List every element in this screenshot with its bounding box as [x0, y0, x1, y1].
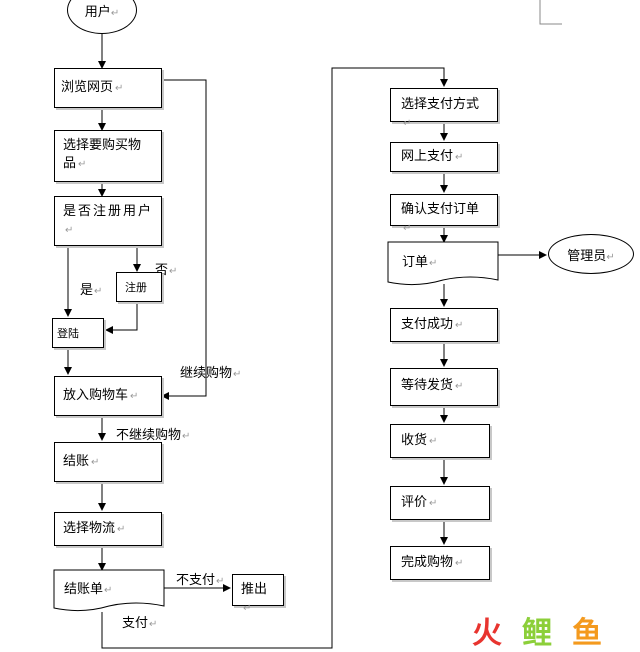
watermark-logo: 火 鲤 鱼 — [472, 606, 636, 651]
node-online-pay: 网上支付↵ — [390, 142, 498, 172]
paragraph-mark: ↵ — [182, 431, 191, 442]
edge-continue-loop — [161, 79, 207, 400]
paragraph-mark: ↵ — [455, 381, 464, 392]
node-register-label: 注册 — [125, 281, 147, 294]
node-review-label: 评价 — [401, 495, 428, 510]
edge-register-login — [105, 302, 138, 334]
node-user-label: 用户 — [84, 5, 111, 20]
paragraph-mark: ↵ — [216, 576, 225, 587]
node-register: 注册 — [116, 272, 162, 302]
label-not-continue: 不继续购物↵ — [116, 424, 190, 443]
node-checkout-doc-label-wrap: 结账单↵ — [64, 578, 112, 597]
node-checkout-doc-label: 结账单 — [64, 582, 104, 597]
paragraph-mark: ↵ — [78, 159, 87, 170]
label-not-pay: 不支付↵ — [176, 569, 224, 588]
paragraph-mark: ↵ — [117, 524, 126, 535]
paragraph-mark: ↵ — [149, 619, 158, 630]
paragraph-mark: ↵ — [115, 83, 124, 94]
paragraph-mark: ↵ — [606, 252, 615, 263]
node-add-cart-label: 放入购物车 — [63, 388, 129, 403]
paragraph-mark: ↵ — [110, 8, 120, 19]
order-document-shape — [387, 241, 499, 286]
node-online-pay-label: 网上支付 — [401, 149, 454, 164]
node-select-logistics-label: 选择物流 — [63, 521, 116, 536]
node-login: 登陆 — [52, 318, 104, 348]
node-is-registered: 是否注册用户 ↵ — [54, 196, 162, 246]
node-wait-ship: 等待发货↵ — [390, 368, 498, 406]
node-receive-label: 收货 — [401, 433, 428, 448]
node-review: 评价↵ — [390, 486, 490, 520]
paragraph-mark: ↵ — [429, 498, 438, 509]
node-checkout: 结账↵ — [54, 442, 162, 482]
paragraph-mark: ↵ — [65, 225, 76, 236]
label-pay: 支付↵ — [122, 612, 157, 631]
node-pay-success: 支付成功↵ — [390, 308, 498, 342]
label-yes: 是↵ — [80, 279, 102, 298]
node-checkout-label: 结账 — [63, 454, 90, 469]
paragraph-mark: ↵ — [94, 286, 103, 297]
node-order-label: 订单 — [402, 255, 429, 270]
node-exit-label: 推出 — [241, 582, 268, 597]
checkout-doc-shape — [53, 569, 165, 612]
node-complete-label: 完成购物 — [401, 555, 454, 570]
corner-mark — [539, 0, 562, 25]
label-continue-shopping: 继续购物↵ — [180, 362, 241, 381]
node-receive: 收货↵ — [390, 424, 490, 458]
paragraph-mark: ↵ — [403, 118, 412, 129]
paragraph-mark: ↵ — [91, 457, 100, 468]
label-not-pay-text: 不支付 — [176, 573, 216, 588]
label-not-continue-text: 不继续购物 — [116, 428, 182, 443]
paragraph-mark: ↵ — [429, 258, 438, 269]
paragraph-mark: ↵ — [429, 436, 438, 447]
label-yes-text: 是 — [80, 283, 94, 298]
paragraph-mark: ↵ — [243, 603, 252, 614]
node-admin-label: 管理员 — [567, 249, 607, 264]
node-browse: 浏览网页↵ — [54, 68, 162, 108]
node-exit: 推出 ↵ — [232, 574, 284, 614]
paragraph-mark: ↵ — [455, 152, 464, 163]
paragraph-mark: ↵ — [104, 585, 113, 596]
label-continue-shopping-text: 继续购物 — [180, 366, 233, 381]
node-browse-label: 浏览网页 — [61, 80, 114, 95]
node-login-label: 登陆 — [57, 327, 79, 340]
watermark-char-3: 鱼 — [572, 616, 603, 651]
node-pay-success-label: 支付成功 — [401, 317, 454, 332]
edge-pay-connector — [101, 67, 448, 649]
paragraph-mark: ↵ — [233, 369, 242, 380]
node-add-cart: 放入购物车↵ — [54, 376, 162, 416]
node-select-item-label: 选择要购买物品 — [63, 138, 142, 171]
node-select-item: 选择要购买物品↵ — [54, 130, 162, 182]
paragraph-mark: ↵ — [403, 223, 412, 234]
node-confirm-order-label: 确认支付订单 — [401, 202, 480, 217]
watermark-char-1: 火 — [472, 616, 503, 651]
node-select-logistics: 选择物流↵ — [54, 512, 162, 546]
node-complete: 完成购物↵ — [390, 546, 490, 580]
paragraph-mark: ↵ — [169, 266, 178, 277]
node-order-label-wrap: 订单↵ — [402, 251, 437, 270]
paragraph-mark: ↵ — [130, 391, 139, 402]
node-is-registered-label: 是否注册用户 — [63, 204, 154, 219]
paragraph-mark: ↵ — [455, 558, 464, 569]
watermark-char-2: 鲤 — [522, 616, 553, 651]
node-select-payment: 选择支付方式 ↵ — [390, 88, 498, 129]
label-pay-text: 支付 — [122, 616, 149, 631]
node-confirm-order: 确认支付订单 ↵ — [390, 194, 498, 234]
node-select-payment-label: 选择支付方式 — [401, 97, 480, 112]
node-admin: 管理员↵ — [548, 234, 634, 274]
node-wait-ship-label: 等待发货 — [401, 378, 454, 393]
paragraph-mark: ↵ — [455, 320, 464, 331]
